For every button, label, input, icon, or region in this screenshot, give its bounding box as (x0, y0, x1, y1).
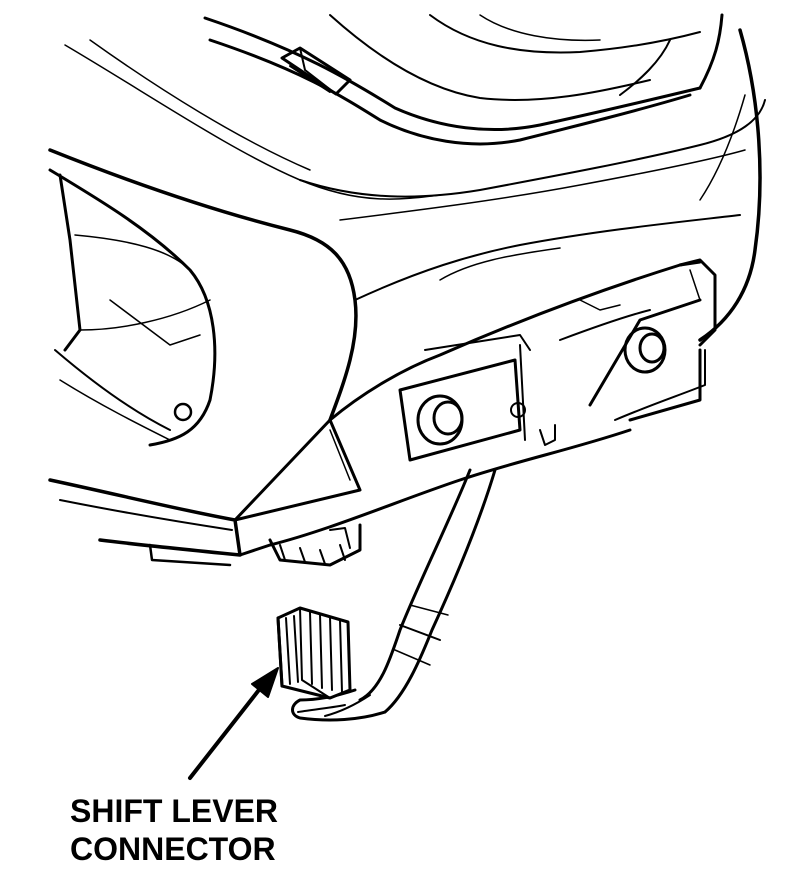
callout-arrow (188, 667, 279, 780)
switch-knob-left (416, 394, 526, 446)
callout-label-line1: SHIFT LEVER (70, 793, 279, 829)
shift-lever-connector (276, 606, 352, 700)
wire-harness (291, 468, 497, 722)
left-cavity (48, 168, 217, 447)
lower-rim (48, 478, 242, 567)
console-housing (48, 28, 766, 422)
callout-label: SHIFT LEVER CONNECTOR (70, 792, 278, 868)
callout-label-line2: CONNECTOR (70, 831, 276, 867)
shift-bezel (203, 13, 724, 146)
switch-knob-right (623, 326, 667, 374)
switch-panel (233, 258, 717, 557)
connector-socket (268, 523, 362, 567)
top-tab (280, 46, 352, 96)
